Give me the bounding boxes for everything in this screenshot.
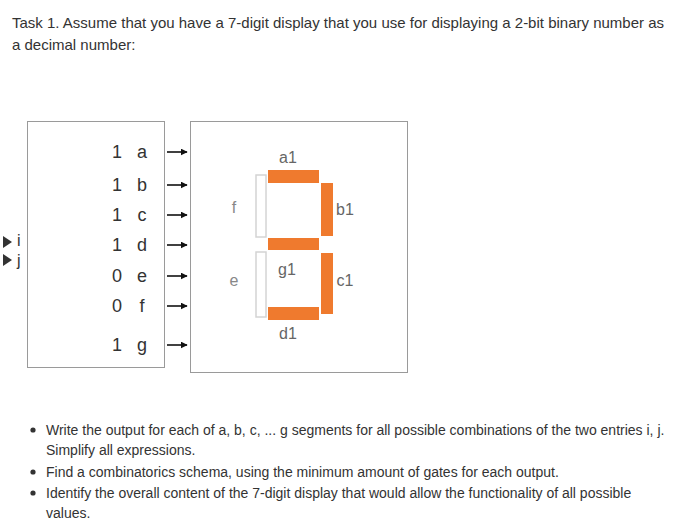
segment-label: g1 [278, 260, 296, 279]
segment-a [268, 170, 319, 183]
segment-label: a1 [279, 148, 297, 167]
display-panel: a1 f b1 g1 e c1 d1 [190, 121, 408, 373]
signal-arrow [167, 214, 187, 216]
bit-value: 1 [112, 175, 122, 197]
segment-label: e [230, 271, 239, 290]
bullet-dot [30, 490, 35, 495]
signal-arrow [167, 305, 187, 307]
segment-b [321, 183, 333, 236]
signal-arrow [167, 275, 187, 277]
segment-label: c1 [337, 271, 354, 290]
segment-name: b [137, 175, 147, 197]
bit-value: 1 [112, 335, 122, 357]
bit-value: 1 [112, 205, 122, 227]
bullet-dot [30, 469, 35, 474]
signal-arrow [167, 244, 187, 246]
bit-value: 1 [112, 142, 122, 164]
bit-value: 1 [112, 235, 122, 257]
segment-name: g [137, 335, 147, 357]
input-arrow [3, 254, 12, 266]
signal-arrow [167, 184, 187, 186]
bullet-text: Identify the overall content of the 7-di… [46, 483, 656, 522]
task-heading: Task 1. Assume that you have a 7-digit d… [12, 12, 672, 56]
segment-d [268, 307, 319, 320]
bullet-dot [30, 427, 35, 432]
segment-name: c [138, 205, 147, 227]
segment-label: f [232, 198, 236, 217]
input-panel: 1a1b1c1d0e0f1g [27, 121, 165, 368]
bit-value: 0 [112, 266, 122, 288]
segment-label: b1 [336, 200, 354, 219]
input-name: i [17, 232, 29, 250]
signal-arrow [167, 344, 187, 346]
segment-name: a [137, 142, 147, 164]
segment-name: d [137, 235, 147, 257]
bullet-text: Write the output for each of a, b, c, ..… [46, 420, 676, 460]
segment-e [256, 252, 266, 317]
segment-g [268, 238, 319, 250]
bit-value: 0 [112, 296, 122, 318]
input-arrow [3, 236, 12, 248]
segment-label: d1 [279, 324, 297, 343]
segment-c [321, 253, 333, 314]
signal-arrow [167, 151, 187, 153]
segment-f [256, 175, 266, 237]
input-name: j [17, 252, 29, 270]
segment-name: f [139, 296, 144, 318]
segment-name: e [137, 266, 147, 288]
bullet-text: Find a combinatorics schema, using the m… [46, 462, 676, 482]
